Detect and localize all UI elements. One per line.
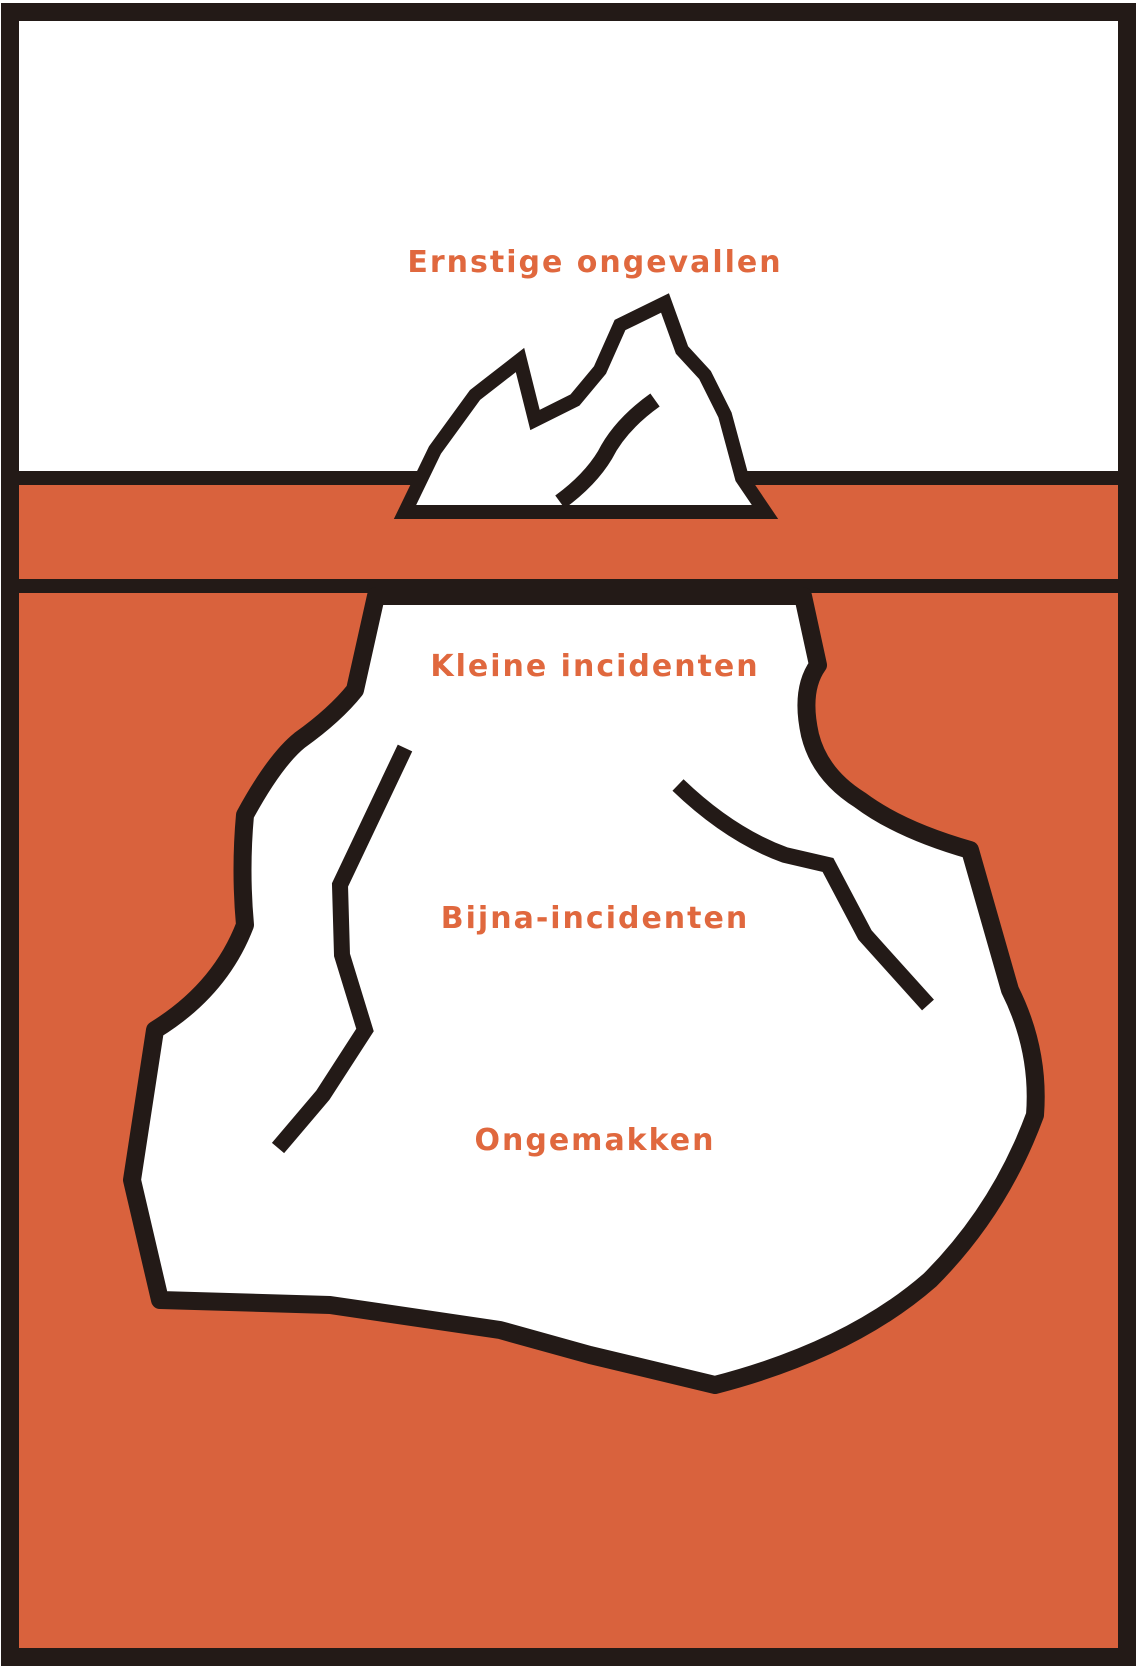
label-small-incidents: Kleine incidenten <box>430 649 759 684</box>
label-near-misses: Bijna-incidenten <box>441 901 749 936</box>
label-tip: Ernstige ongevallen <box>407 245 782 280</box>
label-inconveniences: Ongemakken <box>475 1123 716 1158</box>
